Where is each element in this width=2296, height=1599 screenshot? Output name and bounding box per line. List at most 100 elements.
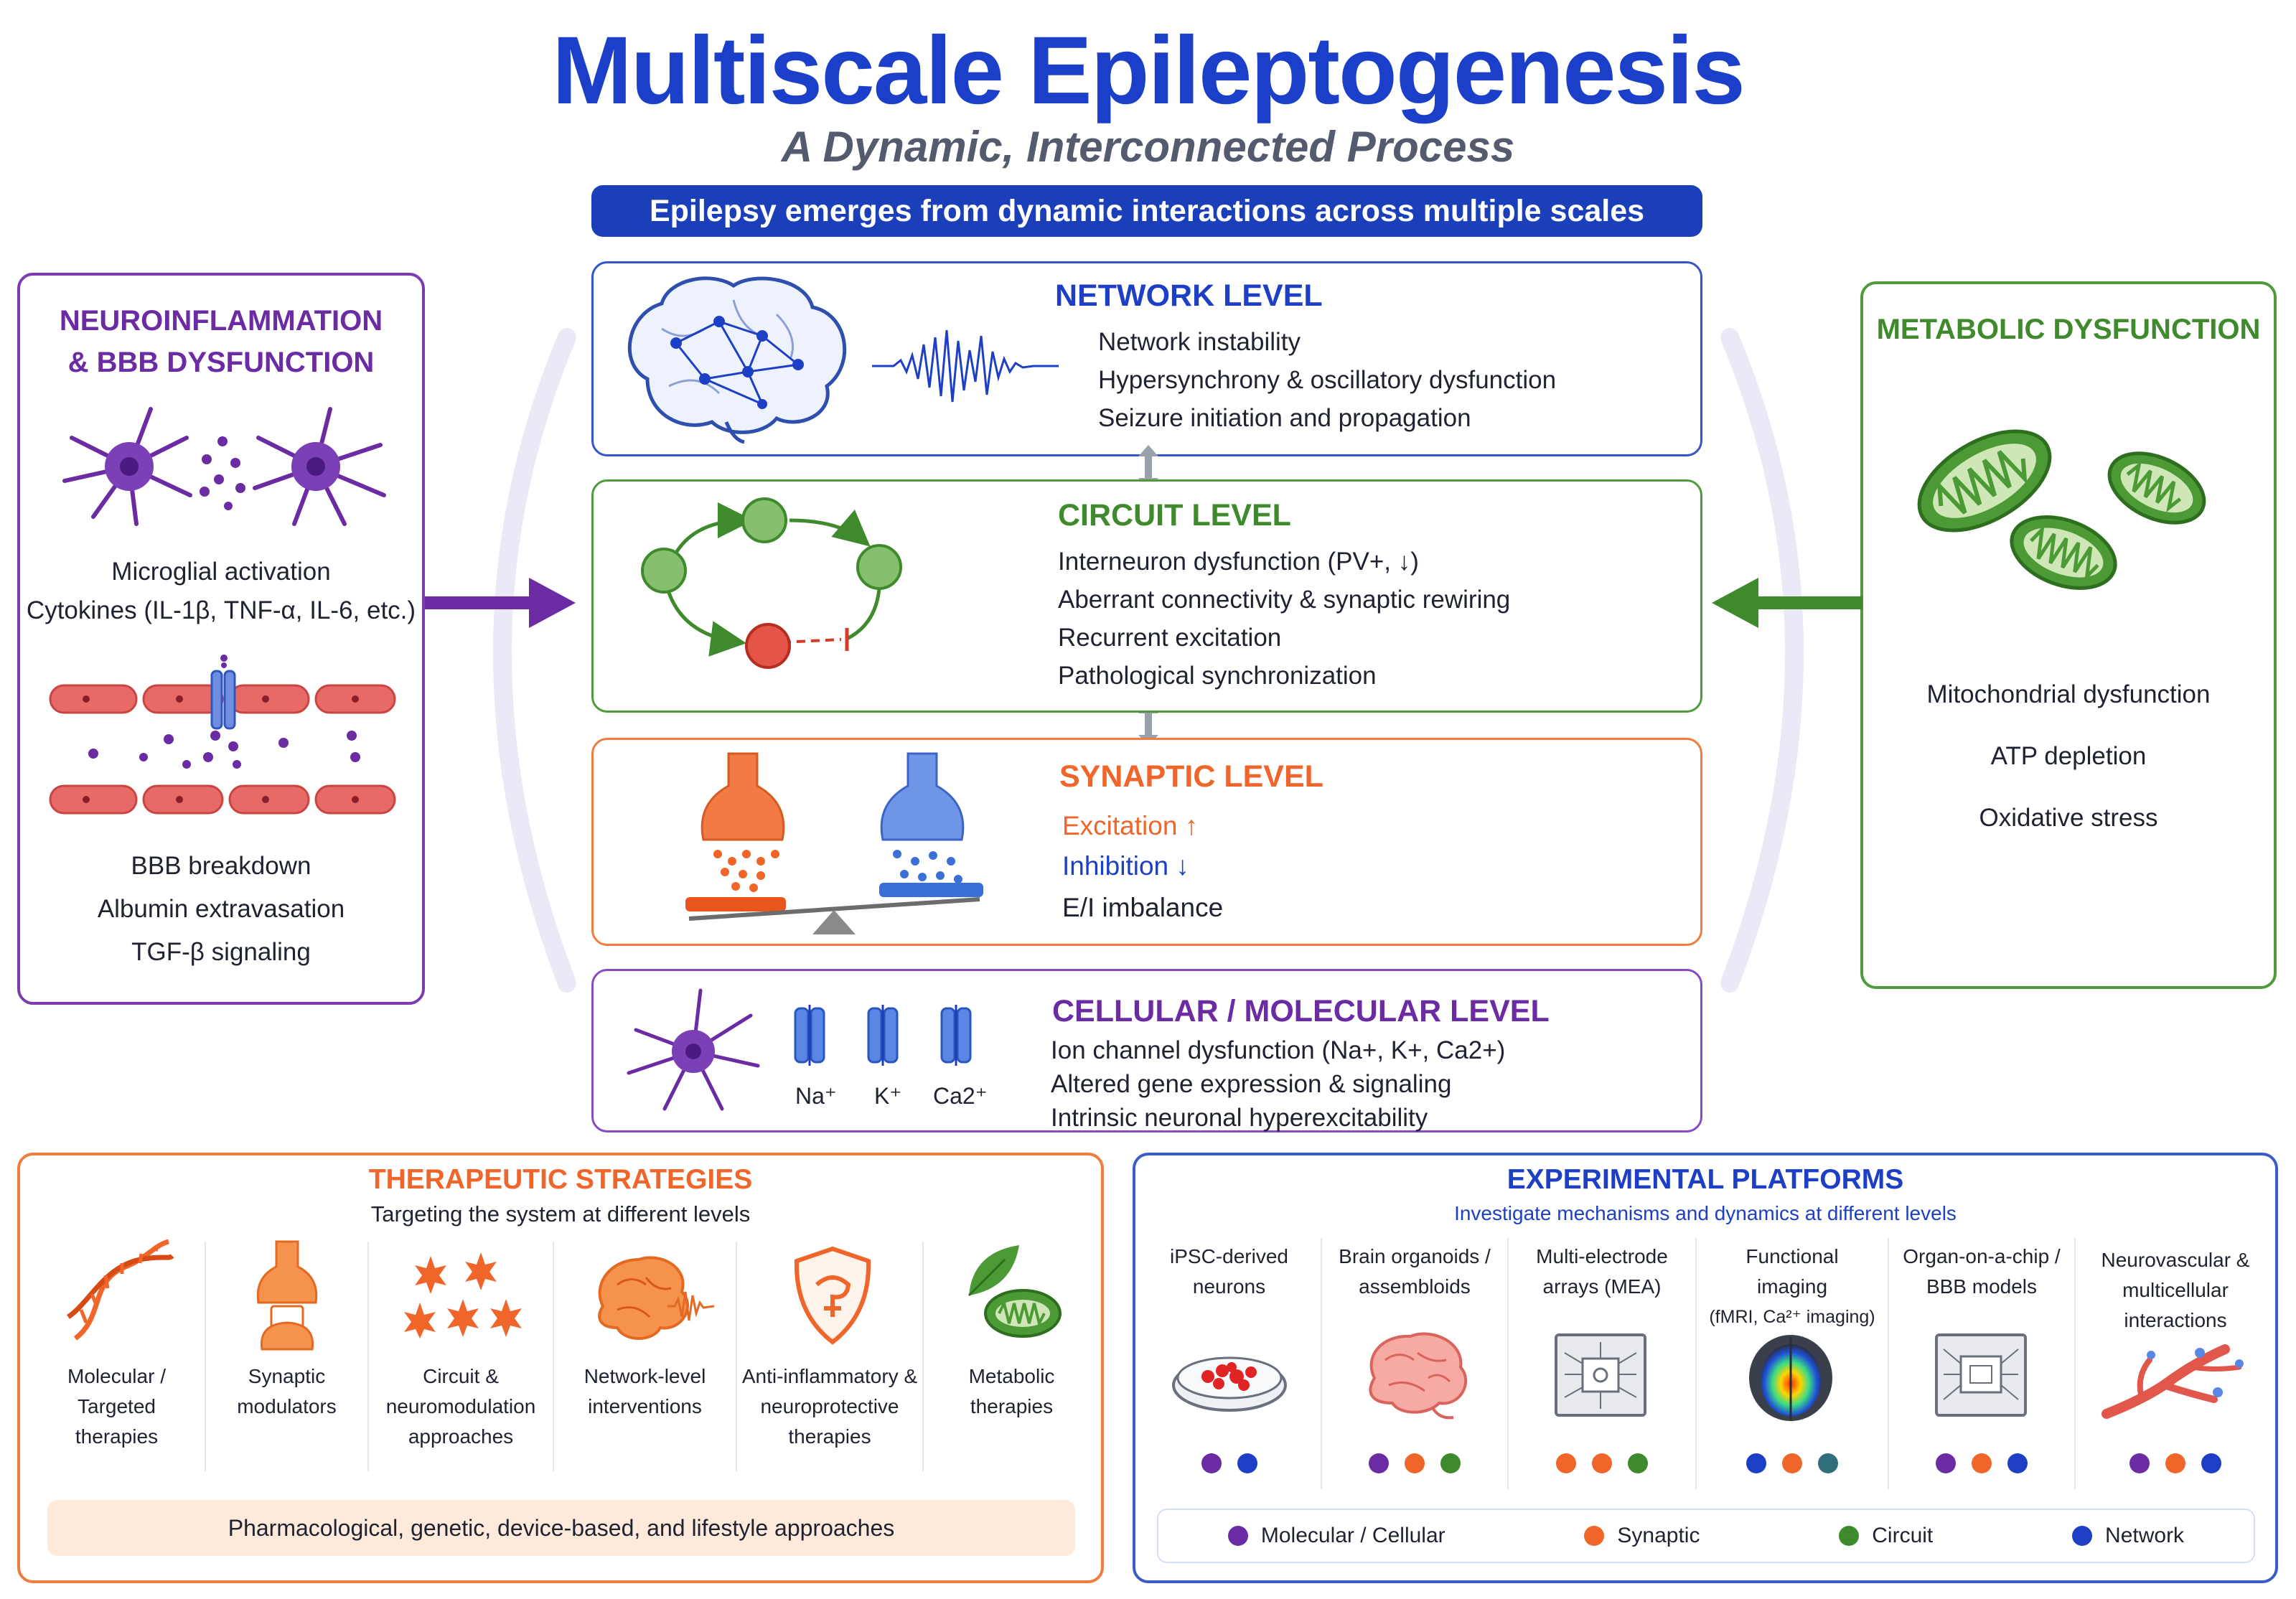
network-circuit-link-icon <box>1138 445 1158 489</box>
network-dot <box>2007 1453 2028 1473</box>
network-dot <box>2201 1453 2221 1473</box>
platform-ipsc-line2: neurons <box>1192 1275 1266 1298</box>
summary-banner: Epilepsy emerges from dynamic interactio… <box>591 185 1702 237</box>
therapy-circuit-line2: neuromodulation <box>385 1395 536 1417</box>
neuroinflammation-top-items: Microglial activation Cytokines (IL-1β, … <box>22 553 421 631</box>
atp-depletion-text: ATP depletion <box>1990 742 2147 770</box>
therapy-circuit-line1: Circuit & <box>423 1365 499 1387</box>
platform-imaging-line3: (fMRI, Ca²⁺ imaging) <box>1709 1307 1875 1327</box>
experimental-title: EXPERIMENTAL PLATFORMS <box>1507 1164 1904 1195</box>
network-dot <box>1746 1453 1766 1473</box>
network-level-title: NETWORK LEVEL <box>1055 278 1323 313</box>
interneuron-dysfunction-text: Interneuron dysfunction (PV+, ↓) <box>1058 548 1419 576</box>
brain-network-icon <box>627 276 847 444</box>
platform-ipsc-line1: iPSC-derived <box>1170 1245 1288 1267</box>
leaf-mitochondria-icon <box>967 1245 1062 1338</box>
metabolic-arrow <box>1712 578 1862 628</box>
synaptic-dot <box>2165 1453 2185 1473</box>
pathological-synchronization-text: Pathological synchronization <box>1058 662 1377 690</box>
platform-neurovascular-line1: Neurovascular & <box>2101 1249 2250 1271</box>
therapy-synaptic-line2: modulators <box>237 1395 337 1417</box>
eeg-wave-icon <box>872 329 1059 403</box>
imaging-icon <box>1749 1335 1832 1421</box>
circuit-loop-icon <box>641 497 902 669</box>
ion-channels-icon <box>794 1005 972 1066</box>
therapeutic-footer: Pharmacological, genetic, device-based, … <box>47 1500 1075 1556</box>
platform-neurovascular-line3: interactions <box>2124 1309 2227 1331</box>
page-title: Multiscale Epileptogenesis <box>552 17 1746 124</box>
neuroinflammation-title-line2: & BBB DYSFUNCTION <box>67 347 375 378</box>
therapy-metabolic-label: Metabolic therapies <box>924 1361 1100 1422</box>
legend-network-label: Network <box>2105 1524 2185 1547</box>
therapy-circuit-line3: approaches <box>408 1425 514 1448</box>
synaptic-dot <box>1592 1453 1612 1473</box>
network-instability-text: Network instability <box>1098 328 1301 356</box>
therapeutic-subtitle: Targeting the system at different levels <box>370 1201 751 1227</box>
synaptic-dot <box>1405 1453 1425 1473</box>
platform-neurovascular-line2: multicellular <box>2122 1279 2229 1301</box>
synaptic-level-title: SYNAPTIC LEVEL <box>1059 759 1323 794</box>
neuroinflammation-arrow <box>425 578 576 628</box>
albumin-extravasation-text: Albumin extravasation <box>97 895 345 923</box>
legend-item-molecular: Molecular / Cellular <box>1227 1524 1445 1548</box>
molecular-dot <box>1936 1453 1956 1473</box>
therapy-metabolic-line1: Metabolic <box>968 1365 1055 1387</box>
circuit-dot <box>1440 1453 1461 1473</box>
neuroinflammation-title-line1: NEUROINFLAMMATION <box>59 305 383 337</box>
platform-legend: Molecular / Cellular Synaptic Circuit Ne… <box>1157 1509 2255 1563</box>
intrinsic-hyperexcitability-text: Intrinsic neuronal hyperexcitability <box>1051 1104 1428 1132</box>
dna-icon <box>66 1239 174 1341</box>
network-dot <box>1237 1453 1257 1473</box>
platform-imaging-line1: Functional <box>1746 1245 1839 1267</box>
inhibition-text: Inhibition ↓ <box>1062 851 1189 881</box>
legend-synaptic-label: Synaptic <box>1617 1524 1700 1547</box>
brain-wave-icon <box>598 1256 715 1340</box>
metabolic-items: Mitochondrial dysfunction ATP depletion … <box>1865 664 2272 849</box>
platform-neurovascular-label: Neurovascular & multicellular interactio… <box>2076 1245 2275 1336</box>
synaptic-balance-icon <box>685 752 983 934</box>
mitochondrial-dysfunction-text: Mitochondrial dysfunction <box>1926 680 2211 708</box>
cytokines-text: Cytokines (IL-1β, TNF-α, IL-6, etc.) <box>26 596 416 625</box>
legend-molecular-label: Molecular / Cellular <box>1260 1524 1445 1547</box>
bbb-breakdown-text: BBB breakdown <box>131 852 311 880</box>
circuit-synaptic-link-icon <box>1138 702 1158 746</box>
bbb-vessel-icon <box>49 655 396 815</box>
teal-dot <box>1818 1453 1838 1473</box>
experimental-subtitle: Investigate mechanisms and dynamics at d… <box>1454 1202 1957 1224</box>
therapy-network-line2: interventions <box>588 1395 702 1417</box>
cellular-level-items: Ion channel dysfunction (Na+, K+, Ca2+) … <box>1051 1033 1505 1135</box>
recurrent-excitation-text: Recurrent excitation <box>1058 624 1282 652</box>
therapy-antiinflammatory-label: Anti-inflammatory & neuroprotective ther… <box>737 1361 922 1452</box>
therapy-circuit-label: Circuit & neuromodulation approaches <box>369 1361 553 1452</box>
microglial-activation-text: Microglial activation <box>111 558 331 586</box>
therapy-synaptic-label: Synaptic modulators <box>206 1361 367 1422</box>
molecular-dot <box>1369 1453 1389 1473</box>
altered-gene-expression-text: Altered gene expression & signaling <box>1051 1070 1452 1098</box>
platform-organoids-label: Brain organoids / assembloids <box>1322 1242 1507 1302</box>
microglia-icon <box>62 407 386 526</box>
platform-imaging-dots <box>1697 1453 1888 1473</box>
circuit-dot <box>1628 1453 1648 1473</box>
seizure-initiation-text: Seizure initiation and propagation <box>1098 404 1471 432</box>
network-level-items: Network instability Hypersynchrony & osc… <box>1098 323 1556 437</box>
experimental-divider <box>1507 1238 1509 1489</box>
metabolic-title: METABOLIC DYSFUNCTION <box>1876 314 2261 345</box>
tgf-beta-text: TGF-β signaling <box>131 938 311 966</box>
therapy-molecular-line1: Molecular / <box>67 1365 166 1387</box>
experimental-panel <box>1133 1153 2278 1583</box>
therapeutic-divider <box>736 1242 737 1471</box>
legend-network-dot <box>2072 1526 2093 1546</box>
cellular-level-title: CELLULAR / MOLECULAR LEVEL <box>1052 994 1550 1028</box>
k-channel-label: K⁺ <box>874 1083 902 1109</box>
legend-circuit-dot <box>1839 1526 1860 1546</box>
page-subtitle: A Dynamic, Interconnected Process <box>781 123 1515 171</box>
therapy-network-line1: Network-level <box>584 1365 706 1387</box>
legend-item-network: Network <box>2072 1524 2184 1548</box>
therapy-antiinflammatory-line2: neuroprotective <box>760 1395 899 1417</box>
platform-organchip-line2: BBB models <box>1926 1275 2038 1298</box>
therapeutic-title: THERAPEUTIC STRATEGIES <box>368 1164 753 1195</box>
platform-mea-label: Multi-electrode arrays (MEA) <box>1509 1242 1695 1302</box>
therapeutic-divider <box>367 1242 369 1471</box>
ion-channel-dysfunction-text: Ion channel dysfunction (Na+, K+, Ca2+) <box>1051 1036 1506 1064</box>
